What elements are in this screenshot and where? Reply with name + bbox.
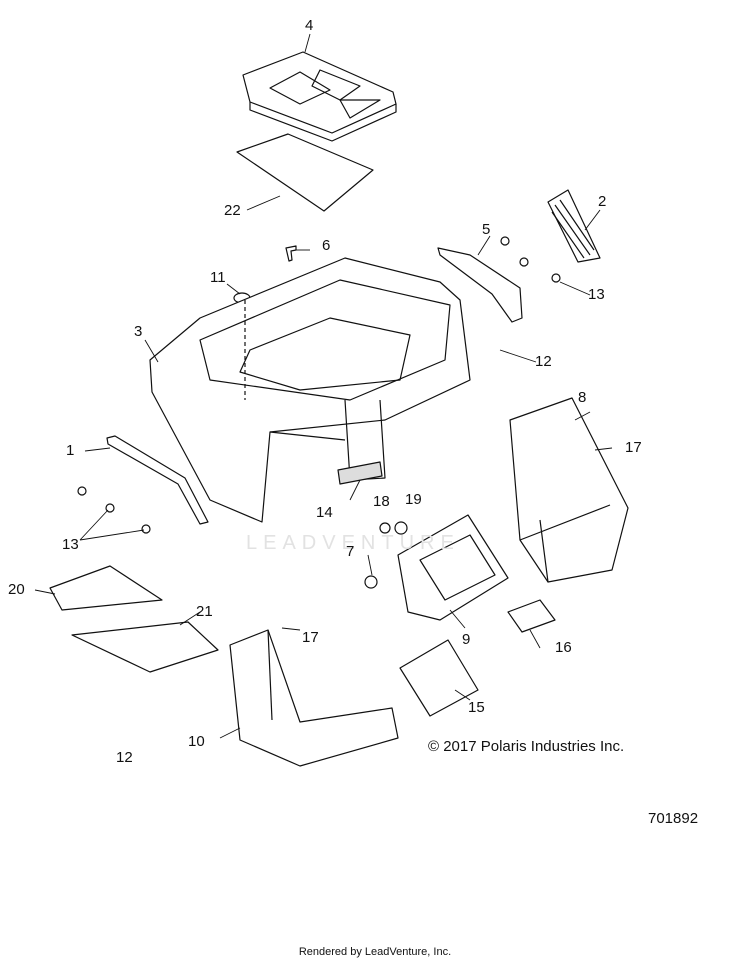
callout-13-right: 13 (588, 286, 605, 303)
callout-12-lower: 12 (116, 749, 133, 766)
part-16-latch (507, 599, 556, 633)
callout-8: 8 (578, 389, 587, 406)
part-13-screws-right (500, 236, 561, 283)
callout-14: 14 (316, 504, 333, 521)
callout-5: 5 (482, 221, 491, 238)
callout-4: 4 (305, 17, 314, 34)
part-2-vent (547, 189, 601, 263)
callout-22: 22 (224, 202, 241, 219)
callout-15: 15 (468, 699, 485, 716)
part-21-panel (71, 621, 219, 673)
callout-12-upper: 12 (535, 353, 552, 370)
rendered-by-text: Rendered by LeadVenture, Inc. (298, 946, 452, 958)
callout-7: 7 (346, 543, 355, 560)
part-18-washer (379, 522, 391, 534)
callout-19: 19 (405, 491, 422, 508)
callout-11: 11 (210, 269, 226, 286)
callout-17-right: 17 (625, 439, 642, 456)
part-14-block (337, 461, 383, 485)
diagram-part-number: 701892 (648, 810, 699, 827)
callout-1: 1 (66, 442, 75, 459)
watermark: LEADVENTURE (246, 532, 460, 554)
leader-lines (34, 33, 613, 739)
part-6-bolt (285, 245, 297, 262)
callout-21: 21 (196, 603, 213, 620)
part-3-cargo-box (149, 257, 471, 523)
callout-3: 3 (134, 323, 143, 340)
callout-9: 9 (462, 631, 471, 648)
part-22-mat (236, 133, 374, 212)
part-8-bin (509, 397, 629, 583)
part-7-nut (364, 575, 378, 589)
callout-16: 16 (555, 639, 572, 656)
part-15-plate (399, 639, 479, 717)
callout-10: 10 (188, 733, 205, 750)
callout-18: 18 (373, 493, 390, 510)
part-10-bracket (229, 629, 399, 767)
part-19-nut (394, 521, 408, 535)
copyright-text: © 2017 Polaris Industries Inc. (428, 738, 625, 755)
part-1-strip (106, 435, 209, 525)
part-13-screws-left (77, 486, 151, 534)
part-9-tray (397, 514, 509, 621)
callout-2: 2 (598, 193, 607, 210)
callout-13-left: 13 (62, 536, 79, 553)
part-20-panel (49, 565, 163, 611)
part-4-cover (242, 51, 397, 142)
callout-17-left: 17 (302, 629, 319, 646)
callout-20: 20 (8, 581, 25, 598)
part-5-rail (437, 247, 523, 323)
callout-6: 6 (322, 237, 331, 254)
